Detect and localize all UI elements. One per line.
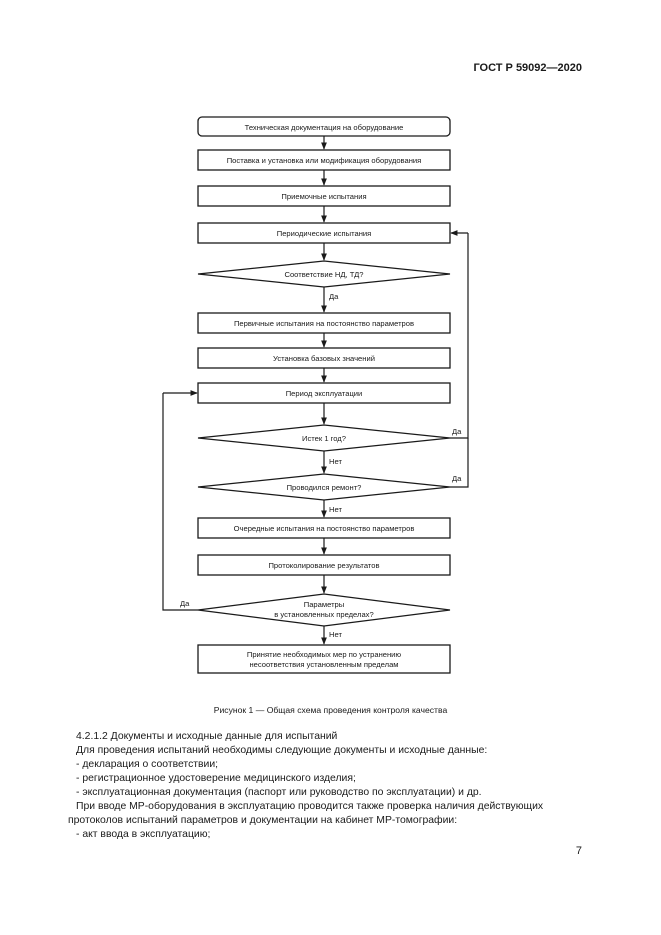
flow-label-no: Нет bbox=[329, 457, 342, 466]
flow-decision-params bbox=[197, 593, 451, 627]
flow-box-corrective bbox=[197, 644, 451, 674]
flow-text-params-2: в установленных пределах? bbox=[274, 610, 373, 619]
figure-caption: Рисунок 1 — Общая схема проведения контр… bbox=[213, 705, 448, 715]
flow-label-yes: Да bbox=[452, 474, 462, 483]
section-title: 4.2.1.2 Документы и исходные данные для … bbox=[76, 731, 338, 742]
paragraph: При вводе МР-оборудования в эксплуатацию… bbox=[76, 801, 544, 812]
flow-text-protocol: Протоколирование результатов bbox=[268, 561, 379, 570]
flow-text-regular: Очередные испытания на постоянство парам… bbox=[234, 524, 415, 533]
flow-text-delivery: Поставка и установка или модификация обо… bbox=[227, 156, 422, 165]
flow-text-year: Истек 1 год? bbox=[302, 434, 346, 443]
list-item: - регистрационное удостоверение медицинс… bbox=[76, 773, 356, 784]
flow-text-acceptance: Приемочные испытания bbox=[281, 192, 366, 201]
list-item: - акт ввода в эксплуатацию; bbox=[76, 829, 211, 840]
flow-label-no: Нет bbox=[329, 630, 342, 639]
flow-text-baseline: Установка базовых значений bbox=[273, 354, 375, 363]
list-item: - декларация о соответствии; bbox=[76, 759, 219, 770]
body-text: 4.2.1.2 Документы и исходные данные для … bbox=[68, 730, 586, 842]
flow-text-corrective-2: несоответствия установленным пределам bbox=[249, 660, 398, 669]
flow-text-primary: Первичные испытания на постоянство парам… bbox=[234, 319, 414, 328]
flow-text-params-1: Параметры bbox=[304, 600, 344, 609]
standard-header: ГОСТ Р 59092—2020 bbox=[473, 62, 582, 74]
quality-control-flowchart: Техническая документация на оборудование… bbox=[162, 116, 469, 674]
flow-text-corrective-1: Принятие необходимых мер по устранению bbox=[247, 650, 402, 659]
flow-label-yes: Да bbox=[180, 599, 190, 608]
paragraph: Для проведения испытаний необходимы след… bbox=[76, 745, 488, 756]
flow-text-operation: Период эксплуатации bbox=[286, 389, 363, 398]
flow-label-yes: Да bbox=[329, 292, 339, 301]
flow-decision-compliance bbox=[197, 260, 451, 288]
paragraph-continuation: протоколов испытаний параметров и докуме… bbox=[68, 815, 458, 826]
flow-text-repair: Проводился ремонт? bbox=[287, 483, 362, 492]
flow-label-no: Нет bbox=[329, 505, 342, 514]
flow-text-compliance: Соответствие НД, ТД? bbox=[284, 270, 363, 279]
page-number: 7 bbox=[575, 845, 582, 857]
flow-text-tech-docs: Техническая документация на оборудование bbox=[245, 123, 404, 132]
flow-text-periodic: Периодические испытания bbox=[277, 229, 372, 238]
list-item: - эксплуатационная документация (паспорт… bbox=[76, 787, 482, 798]
flow-label-yes: Да bbox=[452, 427, 462, 436]
